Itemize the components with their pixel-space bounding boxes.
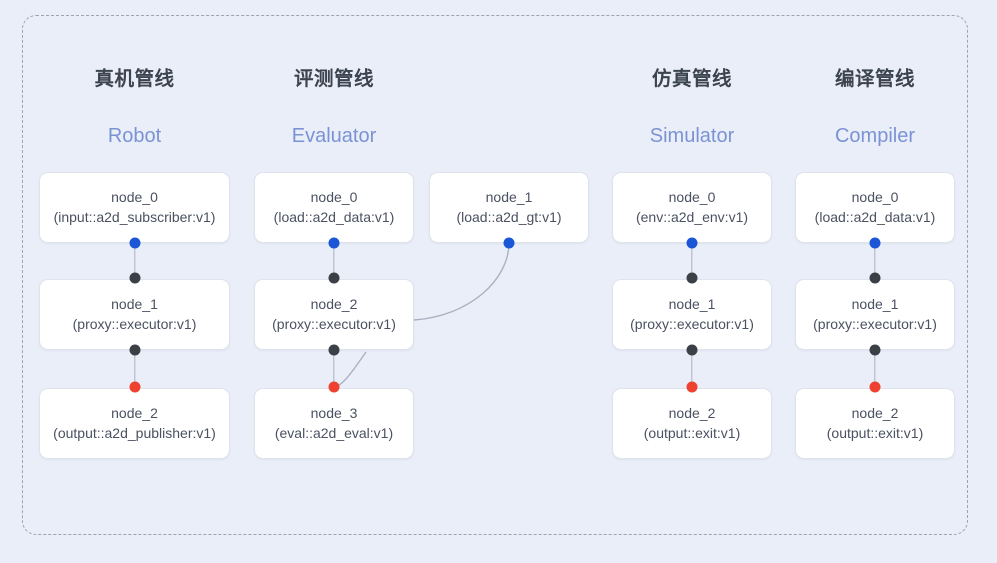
edge-simulator-0-1 <box>691 243 693 278</box>
node-type: (output::exit:v1) <box>643 425 741 441</box>
node-box-simulator-0[interactable]: node_0 (env::a2d_env:v1) <box>612 172 772 243</box>
port-input-robot-0[interactable] <box>129 237 140 249</box>
node-type: (proxy::executor:v1) <box>72 316 197 332</box>
node-name: node_0 <box>310 189 358 205</box>
node-type: (load::a2d_gt:v1) <box>456 209 562 225</box>
port-bottom-evaluator-2[interactable] <box>328 344 340 356</box>
node-type: (output::exit:v1) <box>826 425 924 441</box>
port-output-simulator-2[interactable] <box>686 381 698 393</box>
edge-compiler-0-1 <box>874 243 876 278</box>
node-type: (proxy::executor:v1) <box>272 316 396 332</box>
edge-compiler-1-2 <box>874 350 876 387</box>
node-type: (proxy::executor:v1) <box>813 316 937 332</box>
port-top-simulator-1[interactable] <box>686 272 698 284</box>
node-type: (input::a2d_subscriber:v1) <box>53 209 216 225</box>
port-input-compiler-0[interactable] <box>869 237 881 249</box>
port-bottom-robot-1[interactable] <box>129 344 140 356</box>
port-top-evaluator-2[interactable] <box>328 272 340 284</box>
node-box-evaluator-3[interactable]: node_3 (eval::a2d_eval:v1) <box>254 388 414 459</box>
port-top-compiler-1[interactable] <box>869 272 881 284</box>
node-name: node_1 <box>485 189 533 205</box>
node-box-evaluator-gt[interactable]: node_1 (load::a2d_gt:v1) <box>429 172 589 243</box>
node-name: node_1 <box>668 296 716 312</box>
node-type: (output::a2d_publisher:v1) <box>53 425 216 441</box>
port-output-evaluator-3[interactable] <box>328 381 340 393</box>
node-box-compiler-0[interactable]: node_0 (load::a2d_data:v1) <box>795 172 955 243</box>
node-type: (load::a2d_data:v1) <box>814 209 936 225</box>
node-name: node_0 <box>668 189 716 205</box>
node-box-robot-2[interactable]: node_2 (output::a2d_publisher:v1) <box>39 388 230 459</box>
port-output-robot-2[interactable] <box>129 381 140 393</box>
node-name: node_0 <box>851 189 899 205</box>
node-box-evaluator-0[interactable]: node_0 (load::a2d_data:v1) <box>254 172 414 243</box>
node-type: (env::a2d_env:v1) <box>635 209 749 225</box>
port-output-compiler-2[interactable] <box>869 381 881 393</box>
node-box-robot-0[interactable]: node_0 (input::a2d_subscriber:v1) <box>39 172 230 243</box>
column-title-en-compiler: Compiler <box>834 125 916 147</box>
node-name: node_2 <box>851 405 899 421</box>
node-box-robot-1[interactable]: node_1 (proxy::executor:v1) <box>39 279 230 350</box>
node-name: node_2 <box>668 405 716 421</box>
edge-simulator-1-2 <box>691 350 693 387</box>
node-name: node_1 <box>111 296 158 312</box>
column-title-en-simulator: Simulator <box>649 125 735 147</box>
node-name: node_0 <box>111 189 158 205</box>
port-input-evaluator-0[interactable] <box>328 237 340 249</box>
column-title-cn-compiler: 编译管线 <box>834 68 915 90</box>
node-box-compiler-2[interactable]: node_2 (output::exit:v1) <box>795 388 955 459</box>
port-input-simulator-0[interactable] <box>686 237 698 249</box>
node-name: node_2 <box>111 405 158 421</box>
column-title-cn-evaluator: 评测管线 <box>293 68 374 90</box>
port-top-robot-1[interactable] <box>129 272 140 284</box>
column-title-en-robot: Robot <box>107 125 162 147</box>
node-name: node_3 <box>310 405 358 421</box>
node-type: (load::a2d_data:v1) <box>273 209 395 225</box>
node-box-simulator-1[interactable]: node_1 (proxy::executor:v1) <box>612 279 772 350</box>
diagram-frame <box>22 15 968 535</box>
node-box-compiler-1[interactable]: node_1 (proxy::executor:v1) <box>795 279 955 350</box>
port-input-evaluator-gt[interactable] <box>503 237 515 249</box>
edge-evaluator-0-2 <box>333 243 335 278</box>
node-type: (proxy::executor:v1) <box>630 316 754 332</box>
column-title-cn-simulator: 仿真管线 <box>651 68 732 90</box>
edge-robot-0-1 <box>133 243 136 278</box>
node-type: (eval::a2d_eval:v1) <box>274 425 394 441</box>
port-bottom-compiler-1[interactable] <box>869 344 881 356</box>
column-title-en-evaluator: Evaluator <box>291 125 377 147</box>
column-title-cn-robot: 真机管线 <box>94 68 175 90</box>
node-box-evaluator-2[interactable]: node_2 (proxy::executor:v1) <box>254 279 414 350</box>
node-name: node_1 <box>851 296 899 312</box>
node-box-simulator-2[interactable]: node_2 (output::exit:v1) <box>612 388 772 459</box>
node-name: node_2 <box>310 296 358 312</box>
edge-robot-1-2 <box>133 350 136 387</box>
port-bottom-simulator-1[interactable] <box>686 344 698 356</box>
